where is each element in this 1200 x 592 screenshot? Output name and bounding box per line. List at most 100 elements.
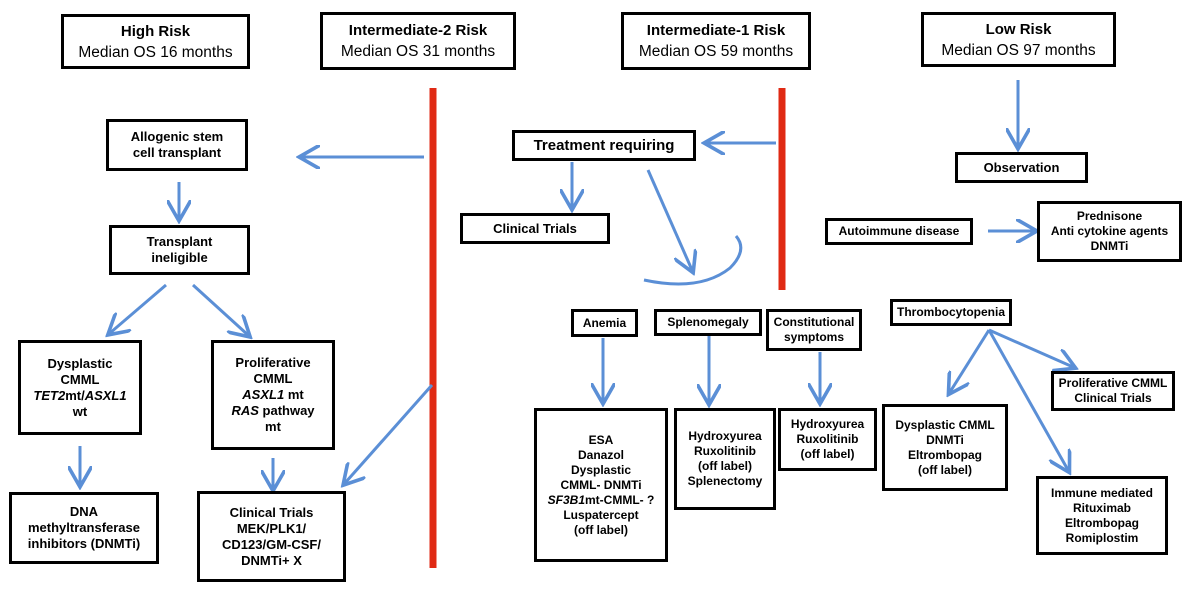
box-autoimmune-treatments: Prednisone Anti cytokine agents DNMTi [1037,201,1182,262]
dysplastic-line-1: Dysplastic [47,355,113,371]
gene-sf3b1: SF3B1 [547,492,586,507]
arrow-ineligible-proliferative [191,283,248,335]
thrombo-immune-line-3: Eltrombopag [1065,515,1139,530]
box-constitutional-treatments: Hydroxyurea Ruxolitinib (off label) [778,408,877,471]
header-int2-subtitle: Median OS 31 months [340,43,496,60]
transplant-line-1: Allogenic stem [130,129,224,144]
box-anemia-treatments: ESA Danazol Dysplastic CMML- DNMTi SF3B1… [534,408,668,562]
box-splenomegaly: Splenomegaly [654,309,762,336]
arrow-thrombo-dysplastic [950,329,991,392]
header-intermediate-2-risk: Intermediate-2 Risk Median OS 31 months [320,12,516,70]
box-treatment-requiring: Treatment requiring [512,130,696,161]
observation-label: Observation [983,159,1060,175]
proliferative-mt: mt [284,387,304,402]
dysplastic-line-2: CMML [60,371,100,387]
anemia-tx-line-3: Dysplastic [570,462,632,477]
arrow-ineligible-dysplastic [110,283,167,333]
autoimmune-label: Autoimmune disease [838,224,960,238]
anemia-tx-line-7: (off label) [574,522,628,537]
trials-high-line-3: CD123/GM-CSF/ [222,536,321,552]
arrow-treatment-down [646,169,692,270]
box-observation: Observation [955,152,1088,183]
splenomegaly-label: Splenomegaly [667,315,749,329]
dnmti-line-2: methyltransferase [28,520,140,535]
dysplastic-line-4: wt [72,403,88,419]
box-anemia: Anemia [571,309,638,337]
box-thrombo-dysplastic: Dysplastic CMML DNMTi Eltrombopag (off l… [882,404,1008,491]
treatment-label: Treatment requiring [533,137,675,154]
bracket-curve [643,235,743,286]
anemia-tx-sf3b1-rest: mt-CMML- ? [585,492,655,507]
thrombo-immune-line-2: Rituximab [1072,500,1131,515]
header-int1-title: Intermediate-1 Risk [646,22,786,39]
autoimmune-tx-line-2: Anti cytokine agents [1050,224,1169,238]
box-proliferative-cmml: Proliferative CMML ASXL1 mt RAS pathway … [211,340,335,450]
thrombo-immune-line-4: Romiplostim [1065,530,1139,545]
spleno-tx-line-2: Ruxolitinib [694,444,756,458]
box-constitutional-symptoms: Constitutional symptoms [766,309,862,351]
anemia-tx-line-4: CMML- DNMTi [560,477,642,492]
anemia-tx-line-2: Danazol [577,447,624,462]
box-allogenic-transplant: Allogenic stem cell transplant [106,119,248,171]
thrombo-prolif-line-1: Proliferative CMML [1058,376,1168,390]
header-low-risk: Low Risk Median OS 97 months [921,12,1116,67]
proliferative-line-5: mt [265,419,281,434]
box-thrombo-proliferative: Proliferative CMML Clinical Trials [1051,371,1175,411]
arrow-divider-trials [345,384,434,483]
gene-tet2: TET2 [33,387,66,403]
trials-high-line-2: MEK/PLK1/ [236,520,307,536]
anemia-tx-line-1: ESA [588,432,614,447]
header-int2-title: Intermediate-2 Risk [348,22,488,39]
thrombo-dys-line-2: DNMTi [926,432,964,447]
trials-high-line-1: Clinical Trials [229,504,314,520]
header-high-title: High Risk [120,22,191,40]
dysplastic-line-3: TET2mt/ASXL1 [33,388,126,404]
transplant-line-2: cell transplant [132,145,222,160]
box-clinical-trials-high: Clinical Trials MEK/PLK1/ CD123/GM-CSF/ … [197,491,346,582]
header-low-subtitle: Median OS 97 months [941,41,1096,59]
box-clinical-trials-int1: Clinical Trials [460,213,610,244]
ineligible-line-1: Transplant [146,234,213,249]
constitutional-line-2: symptoms [783,330,845,344]
autoimmune-tx-line-1: Prednisone [1076,209,1143,223]
proliferative-line-3: ASXL1 mt [242,387,303,403]
ineligible-line-2: ineligible [151,250,208,265]
header-low-title: Low Risk [985,20,1052,38]
gene-ras: RAS [231,403,259,418]
arrow-thrombo-immune [987,329,1068,470]
dnmti-line-3: inhibitors (DNMTi) [27,536,141,551]
gene-asxl1: ASXL1 [84,387,127,403]
gene-asxl1-prolif: ASXL1 [242,387,285,402]
box-transplant-ineligible: Transplant ineligible [109,225,250,275]
anemia-tx-line-6: Luspatercept [563,507,639,522]
thrombo-dys-line-4: (off label) [918,462,972,477]
thrombo-prolif-line-2: Clinical Trials [1074,391,1152,405]
trials-high-line-4: DNMTi+ X [241,552,302,568]
box-dnmti: DNA methyltransferase inhibitors (DNMTi) [9,492,159,564]
autoimmune-tx-line-3: DNMTi [1090,239,1129,253]
header-high-subtitle: Median OS 16 months [78,43,233,61]
box-autoimmune-disease: Autoimmune disease [825,218,973,245]
thrombo-dys-line-3: Eltrombopag [908,447,982,462]
proliferative-line-4: RAS pathway [231,403,314,419]
proliferative-line-2: CMML [253,371,293,386]
thrombocytopenia-label: Thrombocytopenia [896,305,1005,319]
box-thrombocytopenia: Thrombocytopenia [890,299,1012,326]
trials-int1-label: Clinical Trials [493,220,577,236]
const-tx-line-2: Ruxolitinib [796,432,859,446]
spleno-tx-line-1: Hydroxyurea [688,429,762,443]
box-dysplastic-cmml: Dysplastic CMML TET2mt/ASXL1 wt [18,340,142,435]
header-intermediate-1-risk: Intermediate-1 Risk Median OS 59 months [621,12,811,70]
constitutional-line-1: Constitutional [773,315,855,329]
anemia-label: Anemia [582,315,627,330]
box-thrombo-immune: Immune mediated Rituximab Eltrombopag Ro… [1036,476,1168,555]
dnmti-line-1: DNA [69,504,99,519]
thrombo-immune-line-1: Immune mediated [1050,485,1154,500]
box-splenomegaly-treatments: Hydroxyurea Ruxolitinib (off label) Sple… [674,408,776,510]
const-tx-line-1: Hydroxyurea [790,417,865,431]
proliferative-pathway: pathway [258,403,315,418]
dysplastic-mt: mt/ [65,387,85,403]
anemia-tx-line-5: SF3B1mt-CMML- ? [548,493,655,508]
header-int1-subtitle: Median OS 59 months [638,43,794,60]
